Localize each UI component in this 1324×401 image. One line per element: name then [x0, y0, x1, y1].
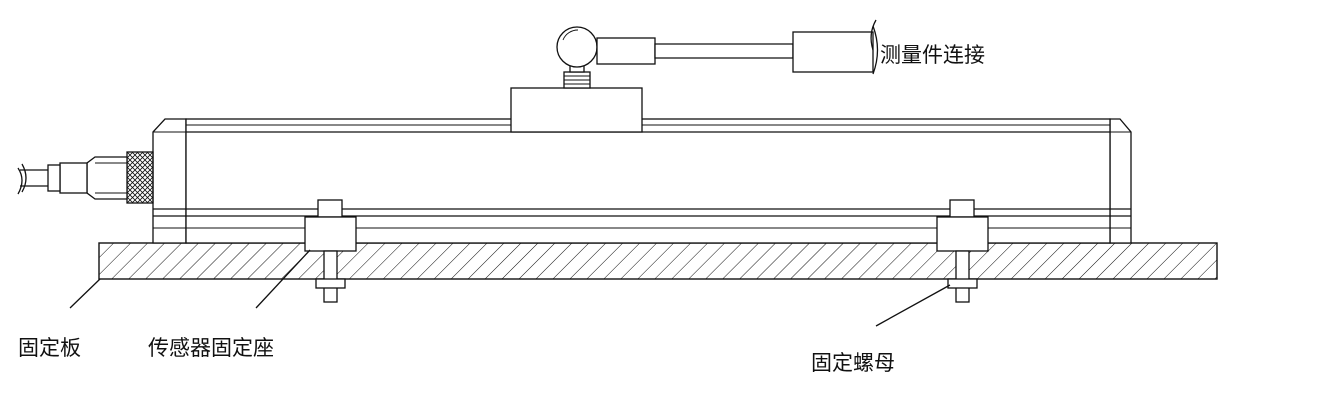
sensor-mount-right: [936, 199, 989, 303]
fixing-plate: [98, 242, 1218, 280]
leader-fixing-nut: [875, 284, 951, 327]
sensor-mount-left: [304, 199, 357, 303]
leader-sensor-mount: [255, 249, 311, 309]
label-sensor-mount: 传感器固定座: [148, 336, 274, 360]
label-fixing-nut: 固定螺母: [811, 351, 895, 375]
label-fixing-plate: 固定板: [18, 336, 81, 360]
ball-joint: [556, 19, 879, 89]
label-measure-connection: 测量件连接: [880, 43, 985, 67]
leader-fixing-plate: [69, 278, 101, 309]
cable-connector: [17, 151, 154, 204]
slider-block: [510, 87, 643, 133]
